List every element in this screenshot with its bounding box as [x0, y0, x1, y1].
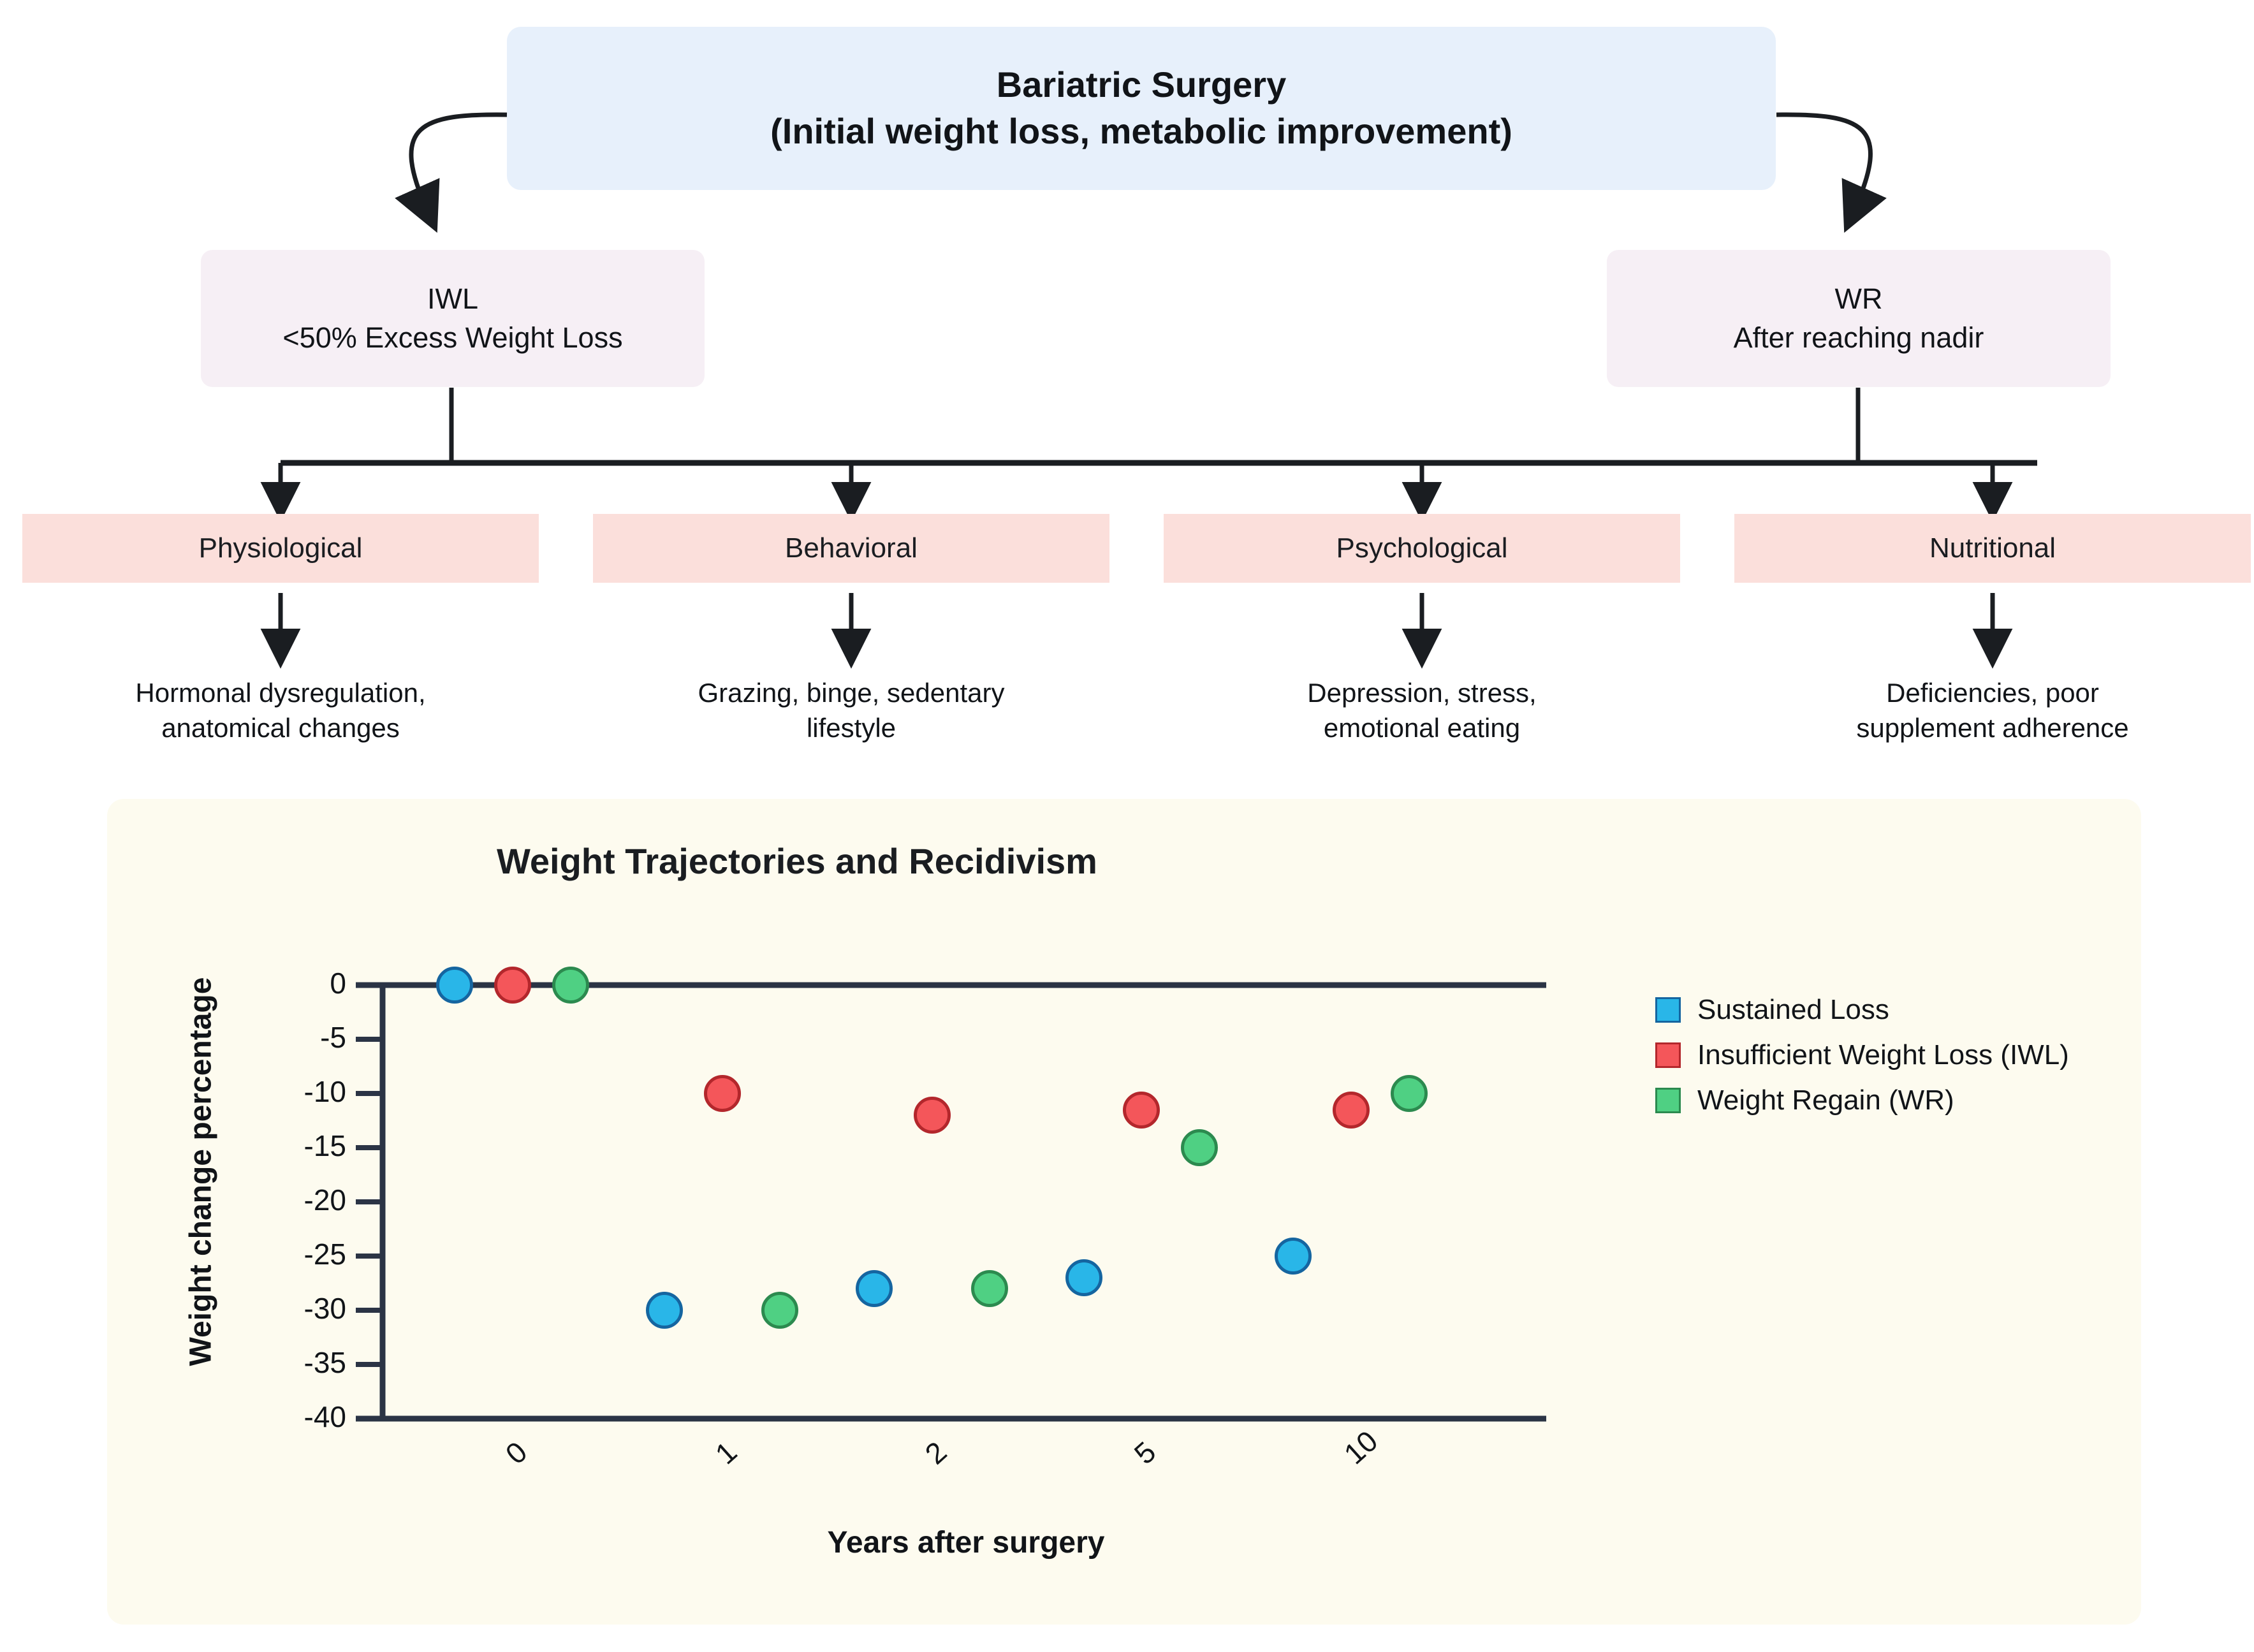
legend-swatch-icon	[1655, 1042, 1681, 1068]
legend-item[interactable]: Weight Regain (WR)	[1655, 1078, 2197, 1123]
category-box-nutritional: Nutritional	[1734, 514, 2251, 583]
chart-data-point	[436, 967, 474, 1004]
detail-text-psychological: Depression, stress, emotional eating	[1148, 676, 1696, 745]
y-tick-label: -35	[304, 1346, 346, 1379]
y-tick-label: -10	[304, 1075, 346, 1108]
top-box-subtitle: (Initial weight loss, metabolic improvem…	[770, 111, 1512, 151]
y-tick-label: 0	[330, 967, 346, 1000]
chart-data-point	[855, 1270, 893, 1307]
chart-data-point	[761, 1292, 799, 1329]
legend-swatch-icon	[1655, 1087, 1681, 1113]
legend-item[interactable]: Insufficient Weight Loss (IWL)	[1655, 1032, 2197, 1078]
chart-panel	[107, 799, 2141, 1625]
legend-label: Weight Regain (WR)	[1697, 1084, 1954, 1116]
detail-text-nutritional: Deficiencies, poor supplement adherence	[1718, 676, 2254, 745]
legend-label: Insufficient Weight Loss (IWL)	[1697, 1039, 2069, 1071]
chart-data-point	[971, 1270, 1009, 1307]
category-label: Psychological	[1336, 532, 1508, 564]
legend-item[interactable]: Sustained Loss	[1655, 987, 2197, 1032]
category-box-psychological: Psychological	[1164, 514, 1680, 583]
y-tick-label: -25	[304, 1238, 346, 1271]
chart-data-point	[1333, 1091, 1370, 1129]
top-process-box: Bariatric Surgery (Initial weight loss, …	[507, 27, 1776, 190]
detail-line-1: Deficiencies, poor	[1886, 678, 2099, 708]
detail-line-2: supplement adherence	[1856, 712, 2129, 743]
chart-data-point	[703, 1075, 741, 1112]
chart-data-point	[1275, 1238, 1312, 1275]
legend-label: Sustained Loss	[1697, 993, 1889, 1025]
chart-data-point	[645, 1292, 683, 1329]
chart-data-point	[1181, 1129, 1218, 1166]
category-box-physiological: Physiological	[22, 514, 539, 583]
top-box-title: Bariatric Surgery	[996, 64, 1287, 105]
detail-line-2: lifestyle	[806, 712, 896, 743]
detail-line-1: Grazing, binge, sedentary	[698, 678, 1005, 708]
detail-text-behavioral: Grazing, binge, sedentary lifestyle	[577, 676, 1125, 745]
chart-data-point	[913, 1097, 951, 1134]
wr-subtitle: After reaching nadir	[1733, 321, 1984, 354]
detail-line-1: Depression, stress,	[1307, 678, 1537, 708]
legend-swatch-icon	[1655, 997, 1681, 1023]
detail-line-2: emotional eating	[1323, 712, 1521, 743]
category-box-behavioral: Behavioral	[593, 514, 1109, 583]
chart-title: Weight Trajectories and Recidivism	[497, 841, 1097, 881]
detail-line-2: anatomical changes	[161, 712, 400, 743]
y-tick-label: -40	[304, 1400, 346, 1433]
wr-box: WR After reaching nadir	[1607, 250, 2111, 387]
y-tick-label: -5	[320, 1021, 346, 1054]
y-tick-label: -20	[304, 1183, 346, 1217]
chart-data-point	[1123, 1091, 1160, 1129]
detail-line-1: Hormonal dysregulation,	[135, 678, 426, 708]
iwl-subtitle: <50% Excess Weight Loss	[282, 321, 623, 354]
wr-title: WR	[1834, 282, 1883, 316]
category-label: Behavioral	[785, 532, 918, 564]
category-label: Physiological	[198, 532, 363, 564]
chart-data-point	[1390, 1075, 1428, 1112]
iwl-box: IWL <50% Excess Weight Loss	[201, 250, 705, 387]
chart-data-point	[494, 967, 531, 1004]
chart-data-point	[552, 967, 589, 1004]
chart-x-axis-label: Years after surgery	[827, 1526, 1105, 1560]
iwl-title: IWL	[427, 282, 478, 316]
chart-data-point	[1065, 1259, 1102, 1296]
y-tick-label: -15	[304, 1129, 346, 1162]
category-label: Nutritional	[1929, 532, 2056, 564]
y-tick-label: -30	[304, 1292, 346, 1325]
detail-text-physiological: Hormonal dysregulation, anatomical chang…	[6, 676, 555, 745]
